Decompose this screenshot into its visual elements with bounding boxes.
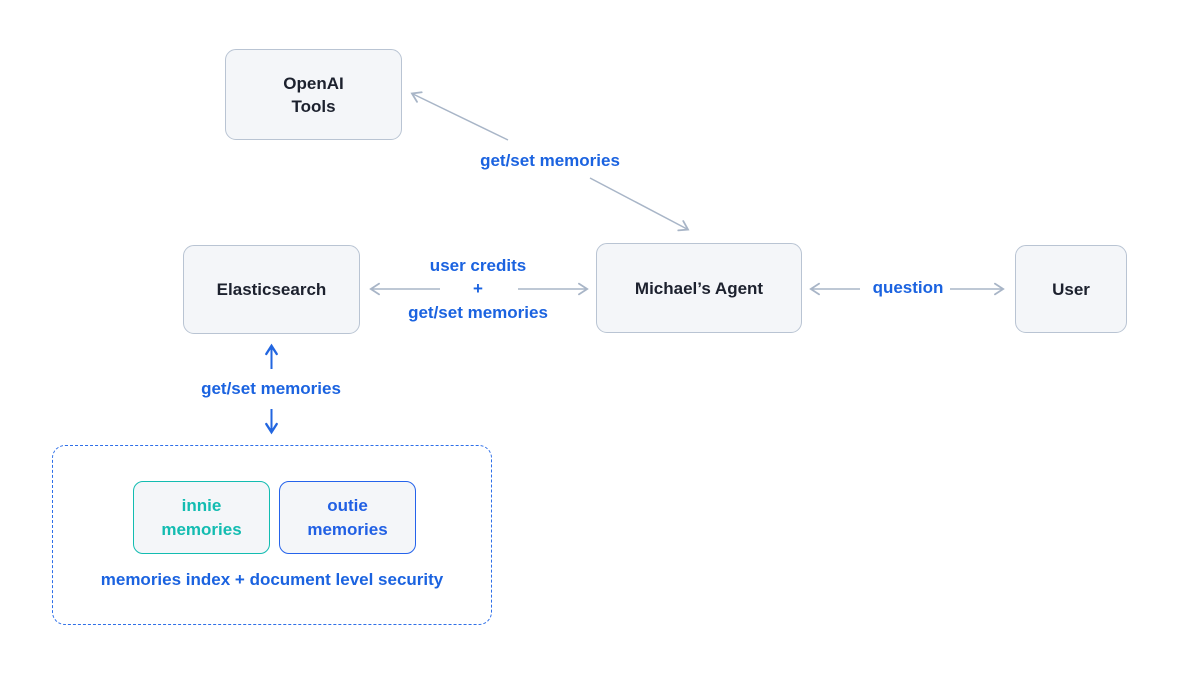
edge-label-agent-user: question <box>872 278 944 297</box>
node-user-label: User <box>1052 279 1090 299</box>
memories-group-container: innie memories outie memories memories i… <box>52 445 492 625</box>
node-elasticsearch-label: Elasticsearch <box>216 280 327 299</box>
memories-group-caption: memories index + document level security <box>100 570 444 589</box>
node-innie-memories-label-line2: memories <box>161 519 242 539</box>
node-outie-memories: outie memories <box>279 481 416 554</box>
edge-label-openai-agent: get/set memories <box>480 151 620 170</box>
edge-label-elasticsearch-agent-line3: get/set memories <box>408 303 548 322</box>
node-outie-memories-label-line1: outie <box>327 495 368 515</box>
edge-label-elasticsearch-agent-line2: + <box>473 279 483 298</box>
node-user: User <box>1015 245 1127 333</box>
node-elasticsearch: Elasticsearch <box>183 245 360 334</box>
node-openai-tools-label-line2: Tools <box>291 96 336 116</box>
node-openai-tools: OpenAI Tools <box>225 49 402 140</box>
node-innie-memories-label-line1: innie <box>181 495 222 515</box>
edge-label-elasticsearch-memories: get/set memories <box>201 379 341 398</box>
node-michaels-agent-label: Michael’s Agent <box>634 278 764 298</box>
node-innie-memories: innie memories <box>133 481 270 554</box>
edge-label-elasticsearch-agent-line1: user credits <box>429 256 527 275</box>
node-openai-tools-label-line1: OpenAI <box>283 73 344 93</box>
node-michaels-agent: Michael’s Agent <box>596 243 802 333</box>
node-outie-memories-label-line2: memories <box>307 519 388 539</box>
